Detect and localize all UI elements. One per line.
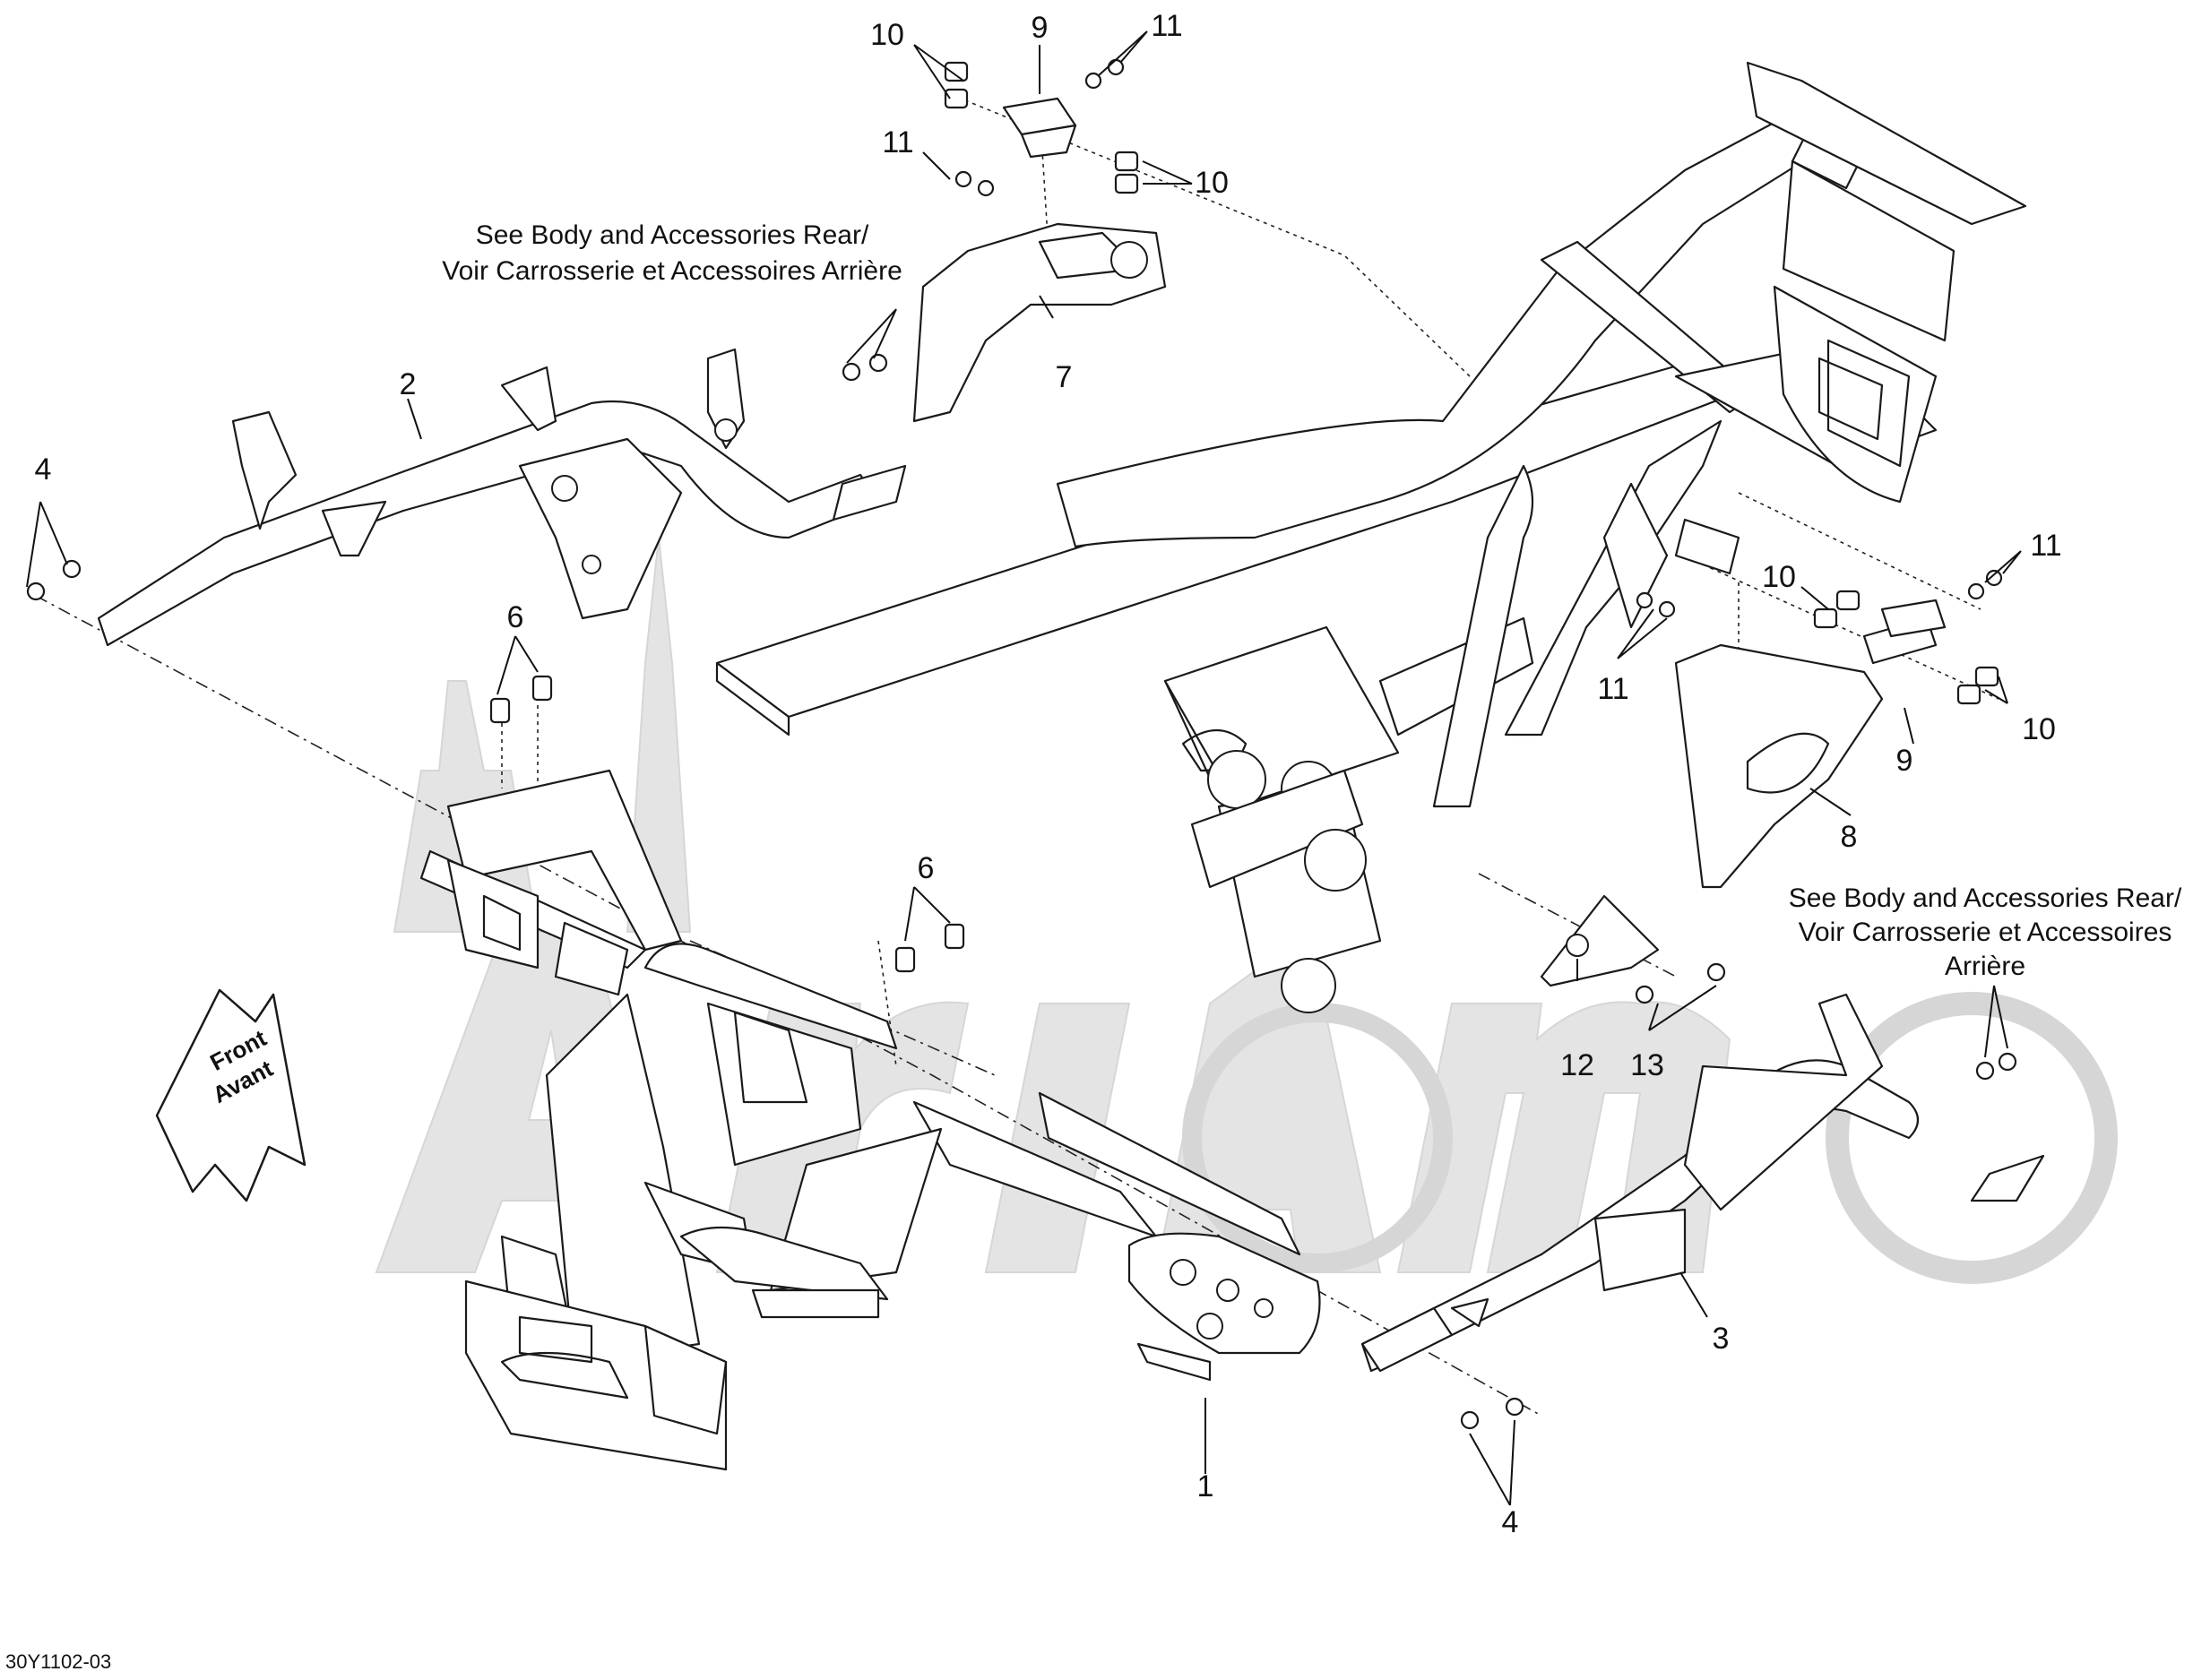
callout-labels: 1 2 3 4 4 6 6 7 8 9 9 10 10 10 10 11 11 … [35, 9, 2062, 1539]
fasteners-misc [26, 353, 2017, 1430]
callout-9-top: 9 [1032, 11, 1049, 45]
callout-4-bottom: 4 [1502, 1505, 1519, 1539]
callout-13: 13 [1630, 1048, 1664, 1082]
part-7-rear-bracket-left [912, 222, 1167, 423]
callout-2: 2 [400, 367, 417, 401]
hardware-right [1636, 569, 2003, 705]
part-3-lower-right-rail [1360, 993, 2045, 1373]
callout-6-mid: 6 [918, 851, 935, 885]
diagram-code: 30Y1102-03 [5, 1650, 111, 1673]
callout-11-topright: 11 [1151, 9, 1182, 43]
callout-10-topleft: 10 [870, 18, 904, 52]
note-upper-line2: Voir Carrosserie et Accessoires Arrière [442, 256, 902, 286]
note-upper-line1: See Body and Accessories Rear/ [476, 220, 869, 250]
callout-8: 8 [1841, 820, 1858, 854]
callout-10-topright: 10 [1195, 166, 1229, 200]
callout-12: 12 [1560, 1048, 1594, 1082]
callout-1: 1 [1197, 1469, 1214, 1503]
hardware-top [944, 58, 1139, 197]
part-8-rear-bracket-right [1674, 643, 1884, 889]
callout-6-left: 6 [507, 600, 524, 634]
callout-11-rightupper: 11 [2030, 529, 2061, 563]
note-lower-line3: Arrière [1945, 952, 2025, 981]
reference-notes: See Body and Accessories Rear/ Voir Carr… [442, 220, 2182, 981]
callout-3: 3 [1713, 1322, 1730, 1356]
callout-11-rightlower: 11 [1597, 672, 1628, 706]
leader-lines [26, 30, 2022, 1506]
note-lower-line1: See Body and Accessories Rear/ [1789, 883, 2182, 913]
callout-10-rightupper: 10 [1762, 560, 1796, 594]
note-lower-line2: Voir Carrosserie et Accessoires [1799, 918, 2172, 947]
part-2-upper-left-rail [97, 348, 907, 647]
callout-7: 7 [1056, 360, 1073, 394]
callout-9-right: 9 [1896, 744, 1913, 778]
callout-11-topleft: 11 [882, 125, 913, 159]
front-direction-arrow: Front Avant [155, 988, 307, 1202]
callout-10-rightlower: 10 [2022, 712, 2056, 746]
part-1-main-frame [419, 61, 2027, 1471]
callout-4-left: 4 [35, 452, 52, 487]
